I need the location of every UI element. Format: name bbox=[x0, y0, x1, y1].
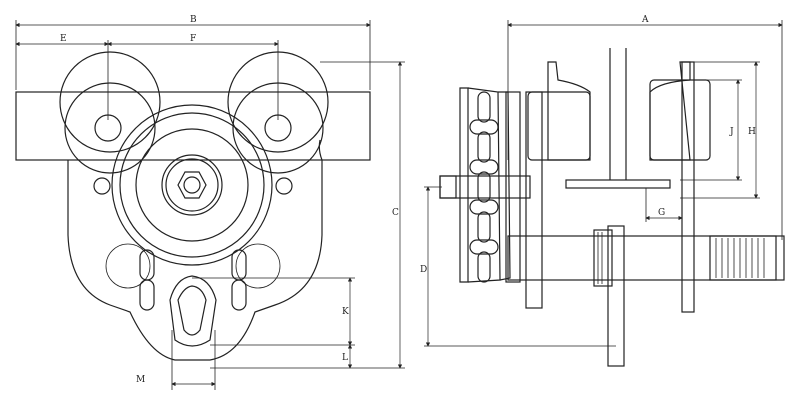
hand-chain-left bbox=[105, 243, 155, 311]
thread bbox=[597, 232, 765, 284]
left-wheel-side bbox=[547, 61, 591, 161]
dim-label-H: H bbox=[748, 127, 756, 137]
hook-bar bbox=[607, 225, 625, 367]
dim-label-A: A bbox=[641, 15, 649, 25]
hand-wheel bbox=[111, 104, 273, 266]
right-wheel-side bbox=[649, 61, 691, 161]
dim-label-J: J bbox=[729, 127, 734, 137]
hex-nut bbox=[177, 171, 207, 199]
front-view: B E F C K L M bbox=[15, 15, 405, 390]
beam-flange bbox=[15, 91, 371, 161]
hand-chain-right bbox=[231, 243, 281, 311]
beam-bottom-flange bbox=[565, 179, 671, 189]
dim-label-E: E bbox=[60, 34, 67, 44]
load-bar bbox=[507, 235, 785, 281]
dim-label-F: F bbox=[190, 34, 196, 44]
dim-label-G: G bbox=[658, 208, 665, 218]
chain-side bbox=[469, 91, 499, 283]
dim-label-C: C bbox=[392, 208, 399, 218]
left-wheel bbox=[59, 51, 161, 153]
dim-label-B: B bbox=[190, 15, 197, 25]
hand-wheel-side bbox=[459, 87, 469, 283]
dim-label-D: D bbox=[420, 265, 427, 275]
dim-label-M: M bbox=[136, 375, 145, 385]
dim-label-K: K bbox=[342, 307, 349, 317]
hook bbox=[169, 275, 217, 347]
drive-shaft bbox=[439, 175, 531, 199]
dim-label-L: L bbox=[342, 353, 348, 363]
side-view: A J H G D bbox=[420, 15, 785, 367]
